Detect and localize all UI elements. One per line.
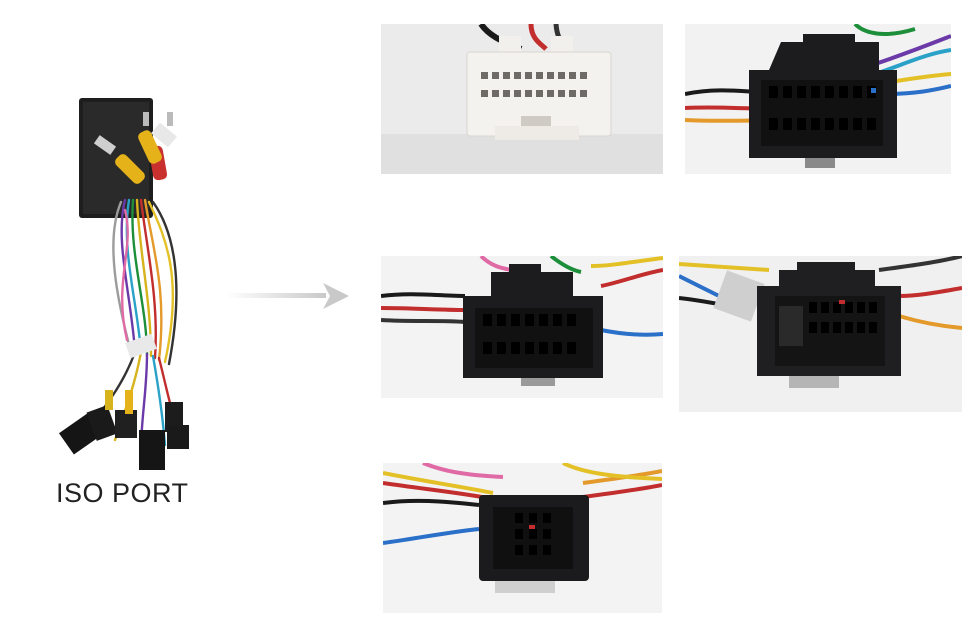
black-connector-photo	[679, 256, 962, 412]
black-connector-photo	[381, 256, 663, 398]
black-connector-photo	[383, 463, 662, 613]
arrow-right-icon	[226, 280, 351, 312]
black-connector-photo	[685, 24, 951, 174]
iso-harness-image	[55, 90, 205, 475]
iso-port-caption: ISO PORT	[56, 478, 189, 508]
white-connector-photo	[381, 24, 663, 174]
